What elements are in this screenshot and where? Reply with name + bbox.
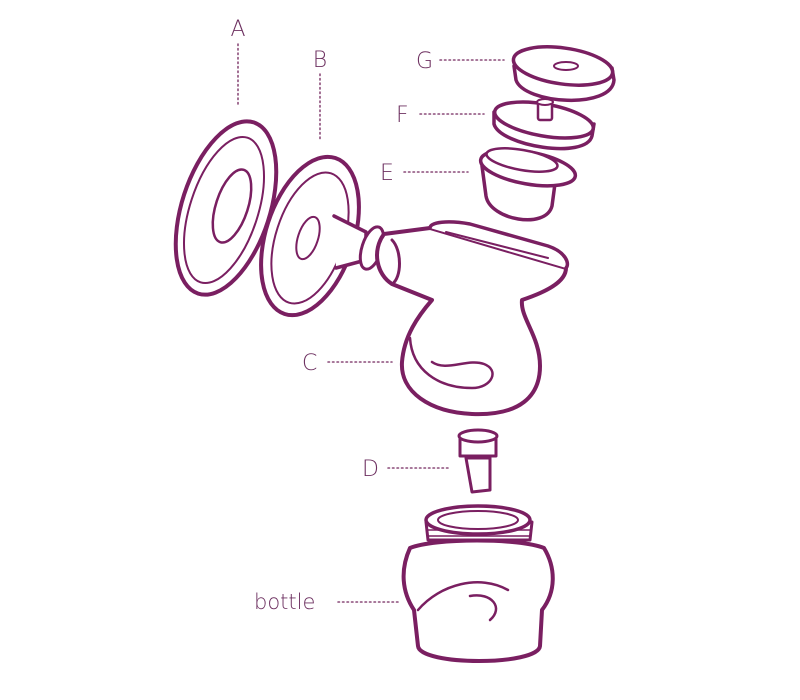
bottle-illustration [401, 504, 555, 663]
part-c-pump-body [375, 220, 570, 417]
label-bottle: bottle [254, 590, 315, 614]
label-f: F [396, 103, 409, 128]
part-g-cap [511, 45, 616, 102]
label-d: D [362, 457, 379, 482]
part-f-membrane [492, 98, 596, 151]
part-b-flange [259, 154, 386, 318]
leader-lines [237, 43, 505, 603]
label-e: E [380, 161, 394, 186]
label-g: G [416, 49, 433, 74]
part-d-valve [457, 428, 499, 494]
label-a: A [230, 17, 245, 42]
label-b: B [313, 48, 327, 73]
part-e-valve-cup [478, 147, 578, 222]
label-c: C [302, 351, 317, 376]
part-a-flange [173, 119, 279, 297]
